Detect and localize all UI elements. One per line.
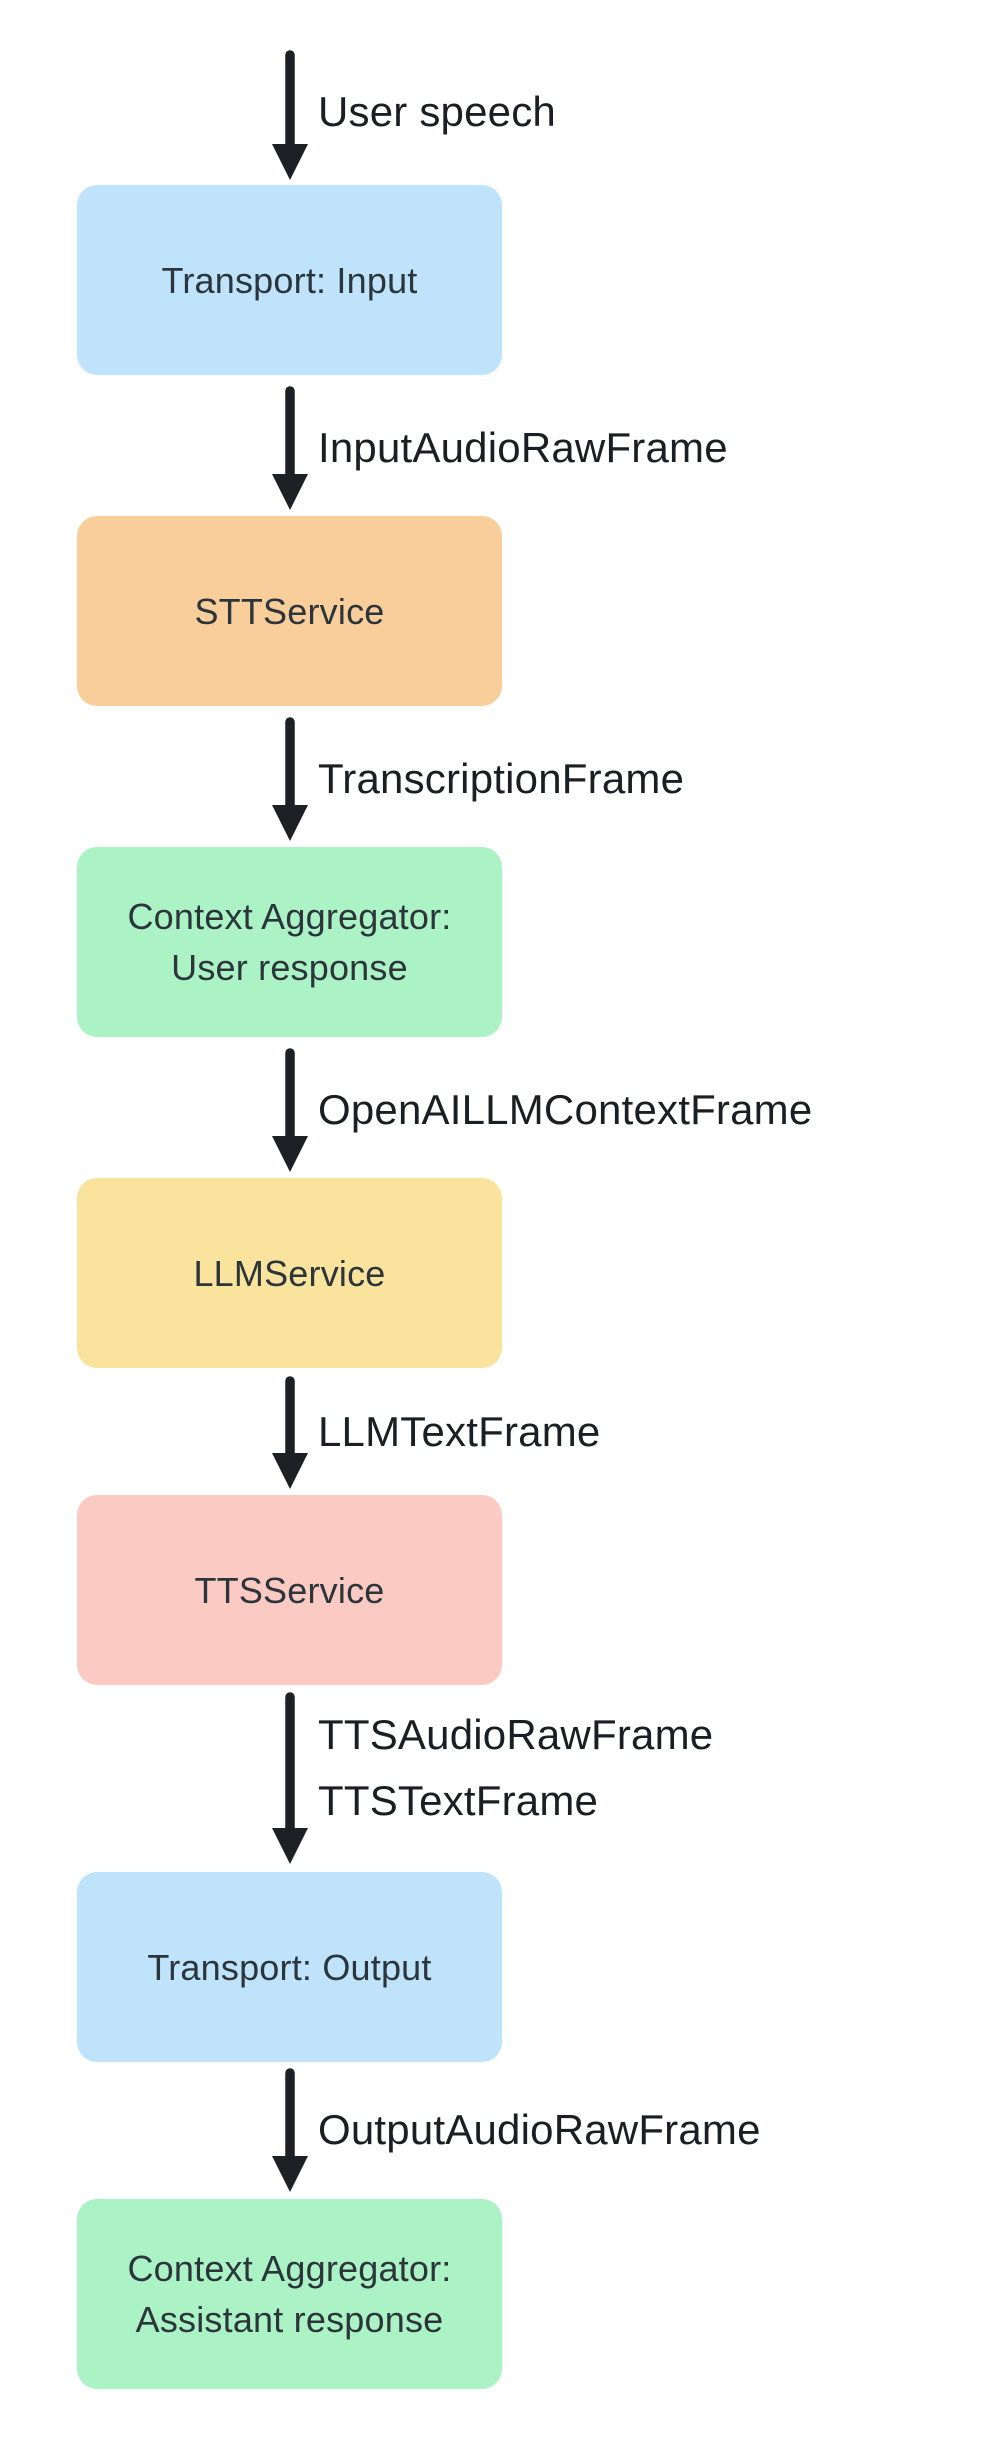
node-label-text: Context Aggregator: — [127, 2248, 452, 2289]
node-stt-service: STTService — [77, 516, 502, 706]
node-tts-service: TTSService — [77, 1495, 502, 1685]
edge-label-user-speech: User speech — [318, 79, 556, 145]
node-label-text: Transport: Input — [161, 259, 418, 301]
node-label-text: LLMService — [193, 1252, 386, 1294]
edge-label-text: InputAudioRawFrame — [318, 424, 728, 471]
edge-label-text: TTSAudioRawFrame — [318, 1711, 714, 1758]
node-llm-service: LLMService — [77, 1178, 502, 1368]
node-label-text: TTSService — [194, 1569, 385, 1611]
edge-label-transcription: TranscriptionFrame — [318, 746, 684, 812]
down-arrow-icon — [272, 1376, 308, 1489]
down-arrow-icon — [272, 1048, 308, 1172]
down-arrow-icon — [272, 2068, 308, 2192]
node-transport-output: Transport: Output — [77, 1872, 502, 2062]
edge-label-llm-text: LLMTextFrame — [318, 1399, 600, 1465]
node-label-text: Context Aggregator: — [127, 896, 452, 937]
node-label-text: Transport: Output — [147, 1946, 432, 1988]
node-transport-input: Transport: Input — [77, 185, 502, 375]
down-arrow-icon — [272, 386, 308, 510]
edge-label-output-audio: OutputAudioRawFrame — [318, 2097, 761, 2163]
edge-label-input-audio: InputAudioRawFrame — [318, 415, 728, 481]
down-arrow-icon — [272, 50, 308, 180]
edge-label-text: OpenAILLMContextFrame — [318, 1086, 813, 1133]
edge-label-openai-llm-context: OpenAILLMContextFrame — [318, 1077, 812, 1143]
node-context-aggregator-user: Context Aggregator: User response — [77, 847, 502, 1037]
node-label-text: User response — [171, 947, 408, 988]
node-label-text: STTService — [194, 590, 385, 632]
edge-label-tts-audio-text: TTSAudioRawFrame TTSTextFrame — [318, 1702, 713, 1834]
edge-label-text: TranscriptionFrame — [318, 755, 685, 802]
edge-label-text: OutputAudioRawFrame — [318, 2106, 761, 2153]
edge-label-text: TTSTextFrame — [318, 1777, 599, 1824]
edge-label-text: LLMTextFrame — [318, 1408, 601, 1455]
node-context-aggregator-assistant: Context Aggregator: Assistant response — [77, 2199, 502, 2389]
node-label-text: Assistant response — [135, 2299, 444, 2340]
down-arrow-icon — [272, 717, 308, 841]
edge-label-text: User speech — [318, 88, 556, 135]
down-arrow-icon — [272, 1692, 308, 1864]
